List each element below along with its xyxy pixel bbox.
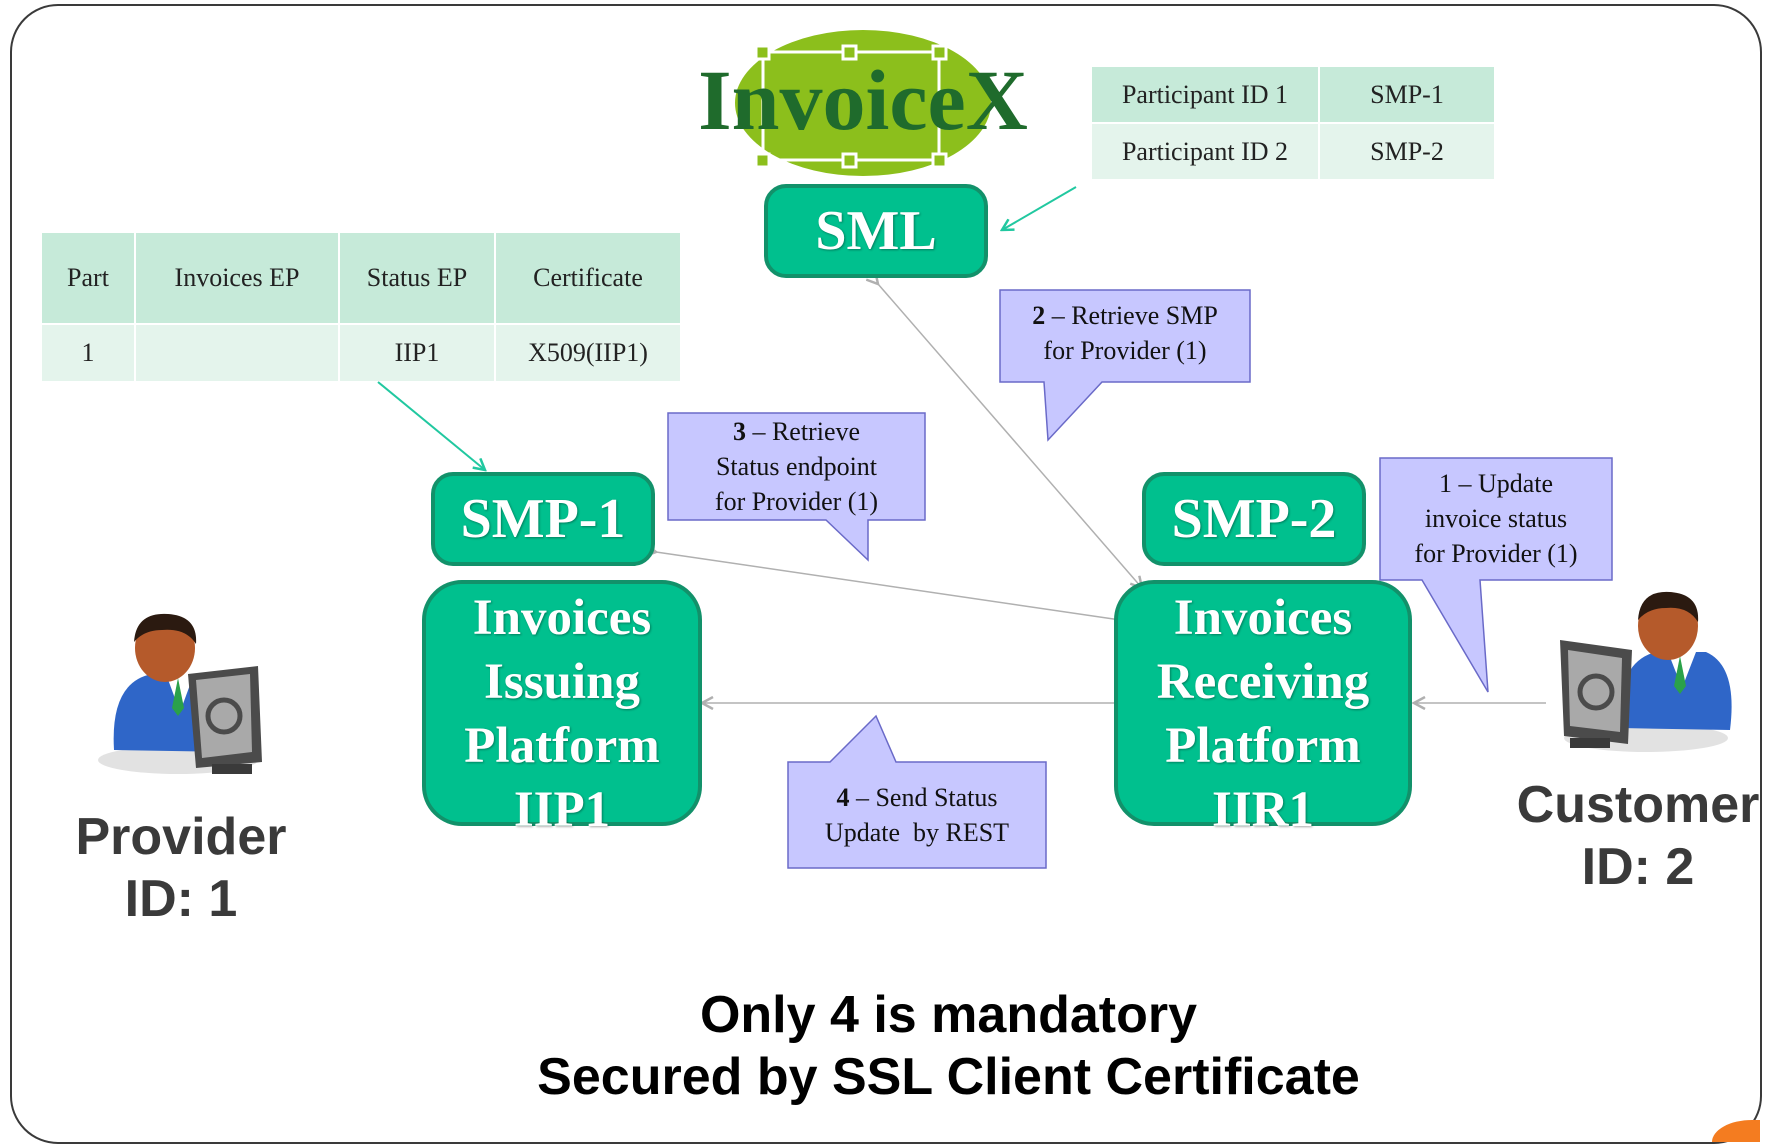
- sml-participant-2: Participant ID 2: [1090, 122, 1320, 181]
- callout-step-2: 2 – Retrieve SMP for Provider (1): [1000, 298, 1250, 368]
- smp-header-part: Part: [40, 231, 136, 325]
- provider-label: Provider ID: 1: [40, 806, 322, 930]
- callout-step-1: 1 – Update invoice status for Provider (…: [1380, 466, 1612, 571]
- callout-2-line-1: – Retrieve SMP: [1051, 301, 1218, 330]
- smp-header-certificate: Certificate: [494, 231, 682, 325]
- arrow-sml-iir: [878, 284, 1142, 588]
- callout-2-number: 2: [1032, 301, 1046, 330]
- sml-smp-2: SMP-2: [1318, 122, 1496, 181]
- smp-table-pointer: [377, 381, 485, 470]
- iip-line-1: Invoices: [472, 590, 652, 646]
- provider-person-computer-icon: [98, 613, 262, 774]
- sml-table-pointer: [1002, 186, 1077, 230]
- callout-1-line-2: invoice status: [1424, 504, 1568, 533]
- iip-line-3: Platform: [464, 718, 660, 774]
- sml-participant-1: Participant ID 1: [1090, 65, 1320, 124]
- callout-4-number: 4: [836, 783, 850, 812]
- callout-4-line-1: – Send Status: [855, 783, 998, 812]
- callout-2-line-2: for Provider (1): [1043, 336, 1207, 365]
- iir-line-2: Receiving: [1156, 654, 1370, 710]
- invoicex-logo: InvoiceX: [668, 26, 1058, 180]
- smp-header-invoices-ep: Invoices EP: [134, 231, 340, 325]
- iip-line-2: Issuing: [484, 654, 640, 710]
- callout-2-shape: [999, 289, 1251, 442]
- connector-layer: [98, 186, 1732, 869]
- iip-line-4: IIP1: [513, 782, 611, 838]
- callout-3-line-2: Status endpoint: [715, 452, 878, 481]
- callout-4-line-2: Update by REST: [824, 818, 1010, 847]
- sml-smp-1: SMP-1: [1318, 65, 1496, 124]
- callout-4-shape: [787, 714, 1047, 869]
- corner-accent: [1712, 1120, 1760, 1142]
- callout-3-number: 3: [732, 417, 746, 446]
- receiving-platform-node: Invoices Receiving Platform IIR1: [1114, 580, 1412, 838]
- callout-step-4: 4 – Send Status Update by REST: [788, 780, 1046, 850]
- provider-name: Provider: [75, 808, 287, 866]
- issuing-platform-node: Invoices Issuing Platform IIP1: [422, 580, 702, 838]
- callout-1-shape: [1379, 457, 1613, 693]
- logo-text: InvoiceX: [698, 52, 1028, 148]
- smp-cell-status-ep: IIP1: [338, 323, 496, 383]
- smp-endpoint-table: Part Invoices EP Status EP Certificate 1…: [40, 231, 682, 383]
- smp1-node: SMP-1: [431, 472, 655, 566]
- callout-step-3: 3 – Retrieve Status endpoint for Provide…: [668, 414, 925, 519]
- iir-line-3: Platform: [1165, 718, 1361, 774]
- customer-id: ID: 2: [1581, 838, 1695, 896]
- customer-label: Customer ID: 2: [1502, 774, 1774, 898]
- smp2-node: SMP-2: [1142, 472, 1366, 566]
- customer-name: Customer: [1516, 776, 1760, 834]
- footer-line-2: Secured by SSL Client Certificate: [537, 1048, 1360, 1106]
- sml-node: SML: [764, 184, 988, 278]
- smp-header-status-ep: Status EP: [338, 231, 496, 325]
- customer-person-computer-icon: [1560, 591, 1732, 752]
- footer-line-1: Only 4 is mandatory: [699, 986, 1198, 1044]
- smp-cell-invoices-ep: [134, 323, 340, 383]
- iir-line-4: IIR1: [1211, 782, 1315, 838]
- iir-line-1: Invoices: [1173, 590, 1353, 646]
- smp-cell-certificate: X509(IIP1): [494, 323, 682, 383]
- callout-3-line-3: for Provider (1): [714, 487, 879, 516]
- callout-1-line-1: – Update: [1458, 469, 1554, 498]
- callout-3-line-1: – Retrieve: [752, 417, 861, 446]
- callout-3-shape: [667, 412, 926, 562]
- callout-1-line-3: for Provider (1): [1414, 539, 1578, 568]
- logo-ellipse: [735, 30, 991, 176]
- arrow-smp1-iir: [656, 552, 1134, 622]
- smp-cell-part: 1: [40, 323, 136, 383]
- callout-1-number: 1: [1438, 469, 1452, 498]
- sml-lookup-table: Participant ID 1 SMP-1 Participant ID 2 …: [1090, 65, 1496, 181]
- provider-id: ID: 1: [124, 870, 238, 928]
